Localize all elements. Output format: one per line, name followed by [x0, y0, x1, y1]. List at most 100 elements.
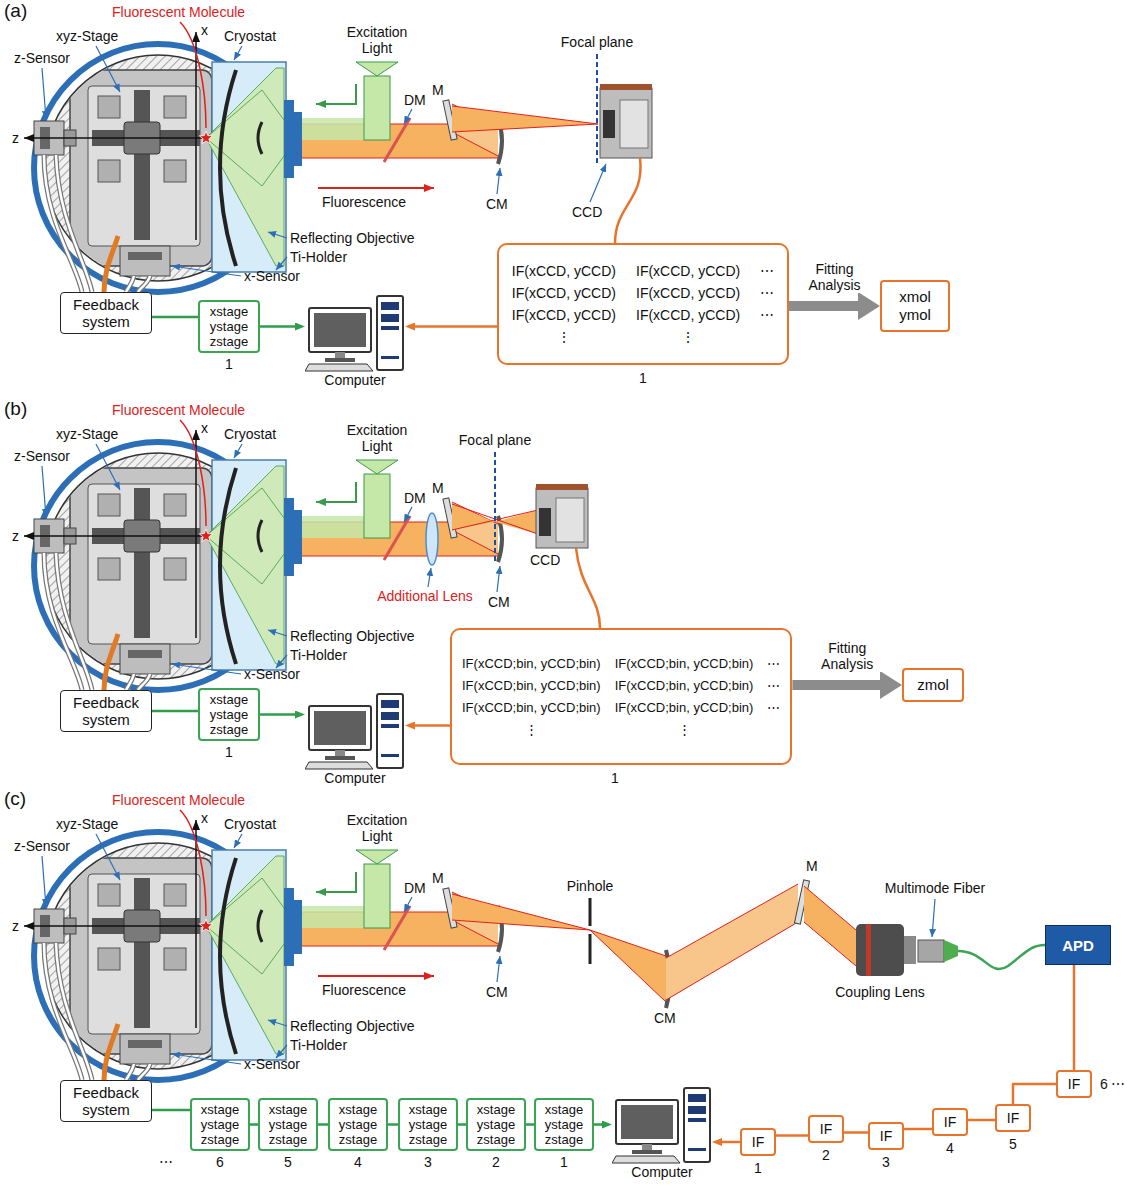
node-text: zmol — [917, 676, 949, 694]
feedback-box: Feedback system — [60, 690, 152, 732]
part-label: xyz-Stage — [56, 816, 118, 832]
connector — [1013, 1084, 1056, 1104]
part-label: Fluorescent Molecule — [112, 792, 245, 808]
part-label: Excitation Light — [335, 422, 419, 454]
computer-graphic — [314, 711, 366, 745]
node-text: ⋯ — [760, 307, 774, 324]
computer-graphic — [381, 754, 399, 757]
panel-b-drawing — [539, 508, 551, 536]
node-text: xstage — [210, 692, 248, 707]
node-text: ⋯ — [767, 655, 780, 672]
callout-number: ⋯ — [1111, 1076, 1125, 1092]
node-text: zstage — [339, 1132, 377, 1147]
callout-number: 1 — [611, 770, 619, 786]
callout-number: 6 — [216, 1154, 224, 1170]
connector — [904, 1128, 932, 1131]
callout-number: 3 — [424, 1154, 432, 1170]
node-text: zstage — [269, 1132, 307, 1147]
callout-number: 3 — [882, 1154, 890, 1170]
connector — [789, 301, 858, 311]
panel-b-drawing — [426, 513, 438, 565]
panel-c-drawing — [866, 924, 871, 976]
part-label: Ti-Holder — [290, 249, 347, 265]
panel-c-drawing — [918, 940, 944, 962]
part-label: Focal plane — [561, 34, 633, 50]
node-text: ⋮ — [681, 329, 695, 346]
part-label: z-Sensor — [14, 50, 70, 66]
panel-c-drawing — [452, 894, 590, 930]
node-text: ⋮ — [525, 721, 538, 738]
node-text: IF(xCCD;bin, yCCD;bin) — [615, 677, 754, 694]
panel-a-drawing — [452, 124, 598, 132]
part-label: CM — [654, 1010, 676, 1026]
connector — [844, 1131, 868, 1134]
part-label: xyz-Stage — [56, 426, 118, 442]
panel-b-drawing — [495, 510, 538, 534]
part-label: Excitation Light — [335, 24, 419, 56]
part-label: DM — [404, 490, 426, 506]
node-text: IF(xCCD;bin, yCCD;bin) — [615, 655, 754, 672]
panel-b-drawing — [494, 452, 496, 562]
panel-a-drawing — [600, 88, 652, 158]
part-label: M — [806, 858, 818, 874]
computer-graphic — [381, 356, 399, 359]
part-label: CM — [488, 594, 510, 610]
axis-label: z — [12, 918, 19, 934]
computer-graphic — [684, 1088, 710, 1162]
image-data-box: IF(xCCD;bin, yCCD;bin) IF(xCCD;bin, yCCD;… — [450, 628, 792, 765]
intensity-box: IF — [808, 1115, 844, 1143]
part-label: Ti-Holder — [290, 1037, 347, 1053]
node-text: Computer — [324, 372, 385, 388]
node-text: xmol — [899, 288, 931, 306]
panel-c-drawing — [666, 884, 798, 958]
computer-icon: Computer — [305, 288, 405, 388]
connector — [1073, 965, 1076, 1070]
node-text: ystage — [545, 1117, 583, 1132]
connector — [152, 316, 198, 319]
part-label: xyz-Stage — [56, 28, 118, 44]
panel-a-drawing — [452, 106, 598, 132]
part-label: CCD — [572, 204, 602, 220]
computer-graphic — [621, 1105, 673, 1139]
computer-graphic — [688, 1106, 706, 1114]
panel-c-drawing — [590, 930, 666, 1002]
connector — [260, 713, 295, 716]
panel-a-drawing — [318, 187, 434, 189]
node-text: IF(xCCD, yCCD) — [512, 263, 616, 280]
callout-number: 2 — [822, 1147, 830, 1163]
stage-position-box: xstageystagezstage — [398, 1098, 458, 1151]
node-text: ystage — [210, 319, 248, 334]
computer-icon: Computer — [305, 686, 405, 786]
callout-number: 2 — [492, 1154, 500, 1170]
callout-number: 4 — [946, 1140, 954, 1156]
part-label: Cryostat — [224, 816, 276, 832]
callout-number: 5 — [1009, 1136, 1017, 1152]
computer-graphic — [381, 326, 399, 330]
part-label: M — [432, 870, 444, 886]
computer-graphic — [377, 694, 403, 768]
panel-c-drawing — [24, 810, 1045, 1080]
result-box: zmol — [902, 668, 964, 702]
part-label: Pinhole — [567, 878, 614, 894]
computer-graphic — [612, 1086, 712, 1164]
stage-position-box: xstageystagezstage — [198, 688, 260, 741]
panel-a-drawing — [596, 54, 598, 164]
node-text: IF(xCCD, yCCD) — [636, 285, 740, 302]
callout-number: 6 — [1100, 1076, 1108, 1092]
panel-c-drawing — [590, 930, 666, 956]
node-text: zstage — [201, 1132, 239, 1147]
node-text: IF — [880, 1128, 892, 1144]
node-text: zstage — [477, 1132, 515, 1147]
panel-a-drawing — [620, 100, 648, 148]
callout-number: ⋯ — [159, 1154, 173, 1170]
node-text: Feedback system — [65, 694, 147, 728]
panel-c-drawing — [590, 930, 666, 1002]
connector — [776, 1134, 808, 1137]
computer-graphic — [616, 1100, 678, 1144]
node-text: zstage — [210, 334, 248, 349]
connector — [152, 1109, 190, 1112]
node-text: ystage — [339, 1117, 377, 1132]
callout-number: 1 — [225, 356, 233, 372]
panel-label: (c) — [4, 788, 26, 810]
